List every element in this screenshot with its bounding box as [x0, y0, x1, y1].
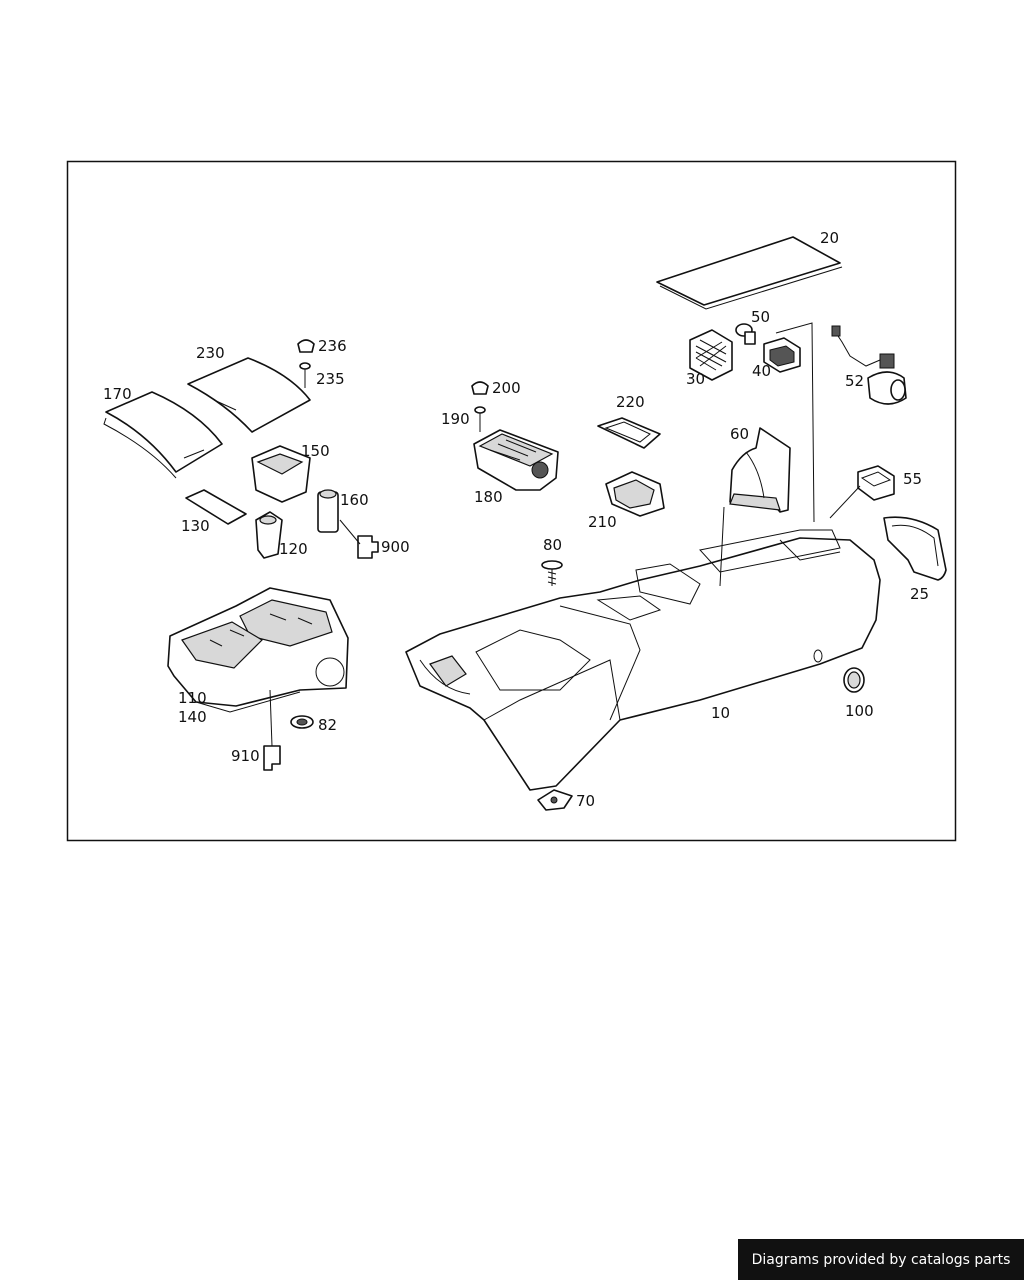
callout-55: 55 [903, 470, 922, 488]
part-170-lid[interactable] [103, 391, 223, 479]
callout-40: 40 [752, 362, 771, 380]
part-160-lighter[interactable] [317, 489, 339, 533]
callout-230: 230 [196, 344, 225, 362]
callout-180: 180 [474, 488, 503, 506]
callout-235: 235 [316, 370, 345, 388]
catalog-credit-text: Diagrams provided by catalogs parts [751, 1251, 1011, 1268]
part-200-cap[interactable] [471, 381, 489, 395]
callout-30: 30 [686, 370, 705, 388]
callout-50: 50 [751, 308, 770, 326]
leader-lines [269, 322, 861, 747]
part-110-140-panel[interactable] [167, 587, 349, 713]
part-40-socket[interactable] [763, 337, 801, 373]
part-910-connector[interactable] [263, 745, 281, 771]
part-236-cap[interactable] [297, 339, 315, 353]
part-10-console[interactable] [405, 529, 881, 791]
diagram-frame [66, 160, 957, 842]
part-100-grommet[interactable] [843, 667, 865, 693]
part-230-lid[interactable] [187, 357, 311, 433]
part-82-grommet[interactable] [290, 715, 314, 729]
callout-900: 900 [381, 538, 410, 556]
part-235-screw[interactable] [299, 362, 311, 388]
catalog-credit-badge: Diagrams provided by catalogs parts [738, 1239, 1024, 1280]
part-900-connector[interactable] [357, 535, 379, 559]
callout-120: 120 [279, 540, 308, 558]
callout-236: 236 [318, 337, 347, 355]
callout-82: 82 [318, 716, 337, 734]
part-52-wiring[interactable] [831, 325, 907, 405]
callout-labels: 20 50 30 40 52 60 55 25 10 100 70 80 220… [103, 229, 929, 810]
callout-130: 130 [181, 517, 210, 535]
callout-220: 220 [616, 393, 645, 411]
callout-70: 70 [576, 792, 595, 810]
callout-170: 170 [103, 385, 132, 403]
part-50-bulb[interactable] [735, 323, 756, 345]
part-130-mat[interactable] [185, 489, 247, 525]
callout-10: 10 [711, 704, 730, 722]
callout-190: 190 [441, 410, 470, 428]
callout-25: 25 [910, 585, 929, 603]
part-210-cupholder[interactable] [605, 471, 665, 517]
callout-52: 52 [845, 372, 864, 390]
callout-160: 160 [340, 491, 369, 509]
part-60-cover[interactable] [729, 427, 791, 513]
callout-20: 20 [820, 229, 839, 247]
callout-140: 140 [178, 708, 207, 726]
part-180-switch-module[interactable] [473, 429, 559, 491]
part-55-clip[interactable] [857, 465, 895, 501]
callout-910: 910 [231, 747, 260, 765]
callout-80: 80 [543, 536, 562, 554]
part-20-pad[interactable] [656, 236, 843, 310]
callout-100: 100 [845, 702, 874, 720]
callout-60: 60 [730, 425, 749, 443]
callout-110: 110 [178, 689, 207, 707]
callout-200: 200 [492, 379, 521, 397]
part-120-socket[interactable] [255, 511, 283, 559]
part-80-screw[interactable] [541, 560, 563, 586]
callout-210: 210 [588, 513, 617, 531]
part-150-tray[interactable] [251, 445, 311, 503]
part-30-grille[interactable] [689, 329, 733, 381]
part-25-rear-panel[interactable] [883, 516, 947, 581]
part-190-screw[interactable] [474, 406, 486, 432]
part-220-frame[interactable] [597, 417, 661, 449]
part-70-clip[interactable] [537, 789, 573, 811]
callout-150: 150 [301, 442, 330, 460]
